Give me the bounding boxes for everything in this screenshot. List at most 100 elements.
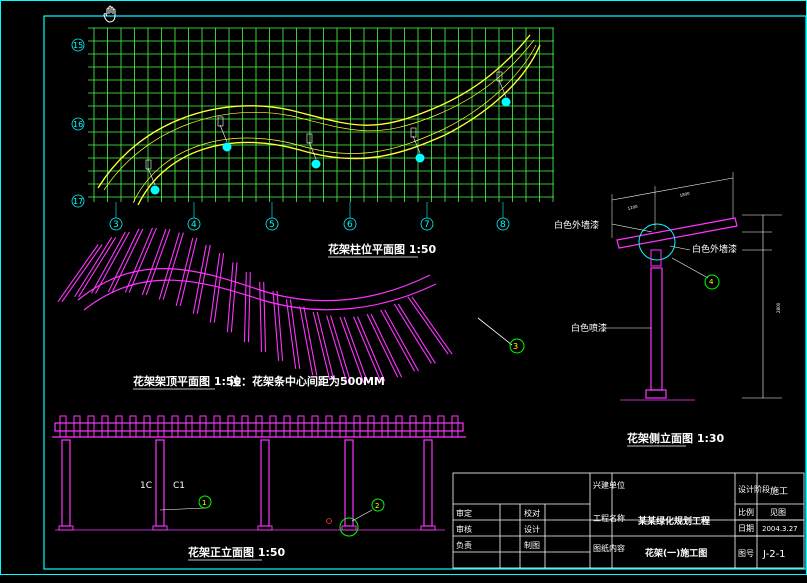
top-slat-edge-a — [209, 253, 221, 323]
side-dim-2: 1800 — [679, 191, 691, 198]
tb-approve: 审定 — [456, 508, 472, 518]
tb-project-label: 工程名称 — [593, 513, 625, 523]
front-slat — [269, 415, 277, 438]
top-plan-beams — [77, 268, 437, 311]
top-slat-edge-a — [393, 303, 432, 364]
walkway-edge-lower-inner — [132, 44, 537, 204]
top-slat-edge-a — [366, 313, 399, 378]
top-slat-edge-b — [303, 306, 318, 376]
plan-walkway-curves — [97, 34, 541, 206]
front-slat — [381, 415, 389, 438]
tb-date-label: 日期 — [738, 524, 754, 533]
top-slat-edge-a — [226, 262, 234, 333]
front-slat — [213, 415, 221, 438]
top-slat-edge-b — [95, 231, 130, 294]
tb-design-stage: 施工 — [770, 485, 788, 497]
row-label-circle — [71, 194, 85, 208]
front-elevation — [52, 415, 466, 537]
column-point — [311, 159, 321, 169]
tb-build-unit-label: 兴建单位 — [593, 480, 625, 490]
svg-text:2: 2 — [375, 502, 379, 510]
top-slat-edge-a — [312, 311, 331, 381]
front-slat — [423, 415, 431, 438]
tb-scale: 见图 — [770, 508, 786, 517]
row-label-text: 15 — [73, 41, 83, 50]
front-slat — [367, 415, 375, 438]
front-slat — [73, 415, 81, 438]
column-point — [222, 142, 232, 152]
front-column — [61, 439, 71, 527]
top-slat-edge-b — [111, 228, 144, 293]
column-tag — [217, 116, 224, 127]
column-point — [150, 185, 160, 195]
tb-date: 2004.3.27 — [762, 525, 798, 533]
col-label-text: 3 — [113, 220, 119, 230]
top-slat-edge-a — [299, 306, 314, 376]
column-tag — [306, 133, 313, 144]
column-point — [415, 153, 425, 163]
top-slat-edge-b — [213, 253, 225, 323]
side-dim-3: 2800 — [776, 302, 781, 313]
top-plan-slats — [57, 227, 453, 384]
top-plan-note: 注：花架条中心间距为500MM — [230, 374, 385, 388]
top-slat-edge-a — [243, 272, 247, 343]
top-slat-edge-b — [162, 232, 184, 300]
front-detail-marker-1: 1 — [198, 495, 212, 509]
front-slat — [451, 415, 459, 438]
top-slat-edge-b — [343, 316, 369, 384]
top-slat-edge-b — [230, 262, 238, 333]
top-slat-edge-a — [91, 231, 126, 294]
front-slat — [199, 415, 207, 438]
front-column — [155, 439, 165, 527]
side-column — [650, 267, 663, 391]
front-leader-2 — [351, 509, 373, 522]
side-dim-line-top — [611, 177, 734, 201]
front-slat — [283, 415, 291, 438]
tb-scale-label: 比例 — [738, 507, 754, 517]
front-leader-1 — [159, 507, 206, 511]
top-slat-edge-a — [74, 237, 113, 298]
top-slat-edge-b — [370, 313, 403, 378]
front-column — [260, 439, 270, 527]
column-leader — [219, 124, 228, 143]
top-slat-edge-b — [263, 281, 267, 352]
column-tag — [145, 159, 152, 170]
front-slat — [59, 415, 67, 438]
side-detail-marker-num: 4 — [709, 278, 714, 286]
tb-drawing-label: 图纸内容 — [593, 543, 625, 553]
front-column — [344, 439, 354, 527]
top-slat-edge-a — [175, 237, 194, 307]
side-elevation — [603, 172, 782, 401]
side-label-column-paint: 白色喷漆 — [571, 322, 607, 334]
top-slat-edge-b — [289, 299, 301, 369]
front-slat — [101, 415, 109, 438]
top-plan-title: 花架架顶平面图 1:50 — [133, 374, 242, 388]
top-slat-edge-a — [326, 315, 348, 383]
top-slat-edge-b — [276, 291, 284, 361]
front-slat — [143, 415, 151, 438]
top-slat-edge-b — [247, 272, 251, 343]
front-elevation-title: 花架正立面图 1:50 — [188, 545, 286, 559]
top-plan-marker-num: 3 — [513, 342, 518, 351]
front-slat — [185, 415, 193, 438]
title-block — [452, 472, 805, 569]
column-leader — [308, 141, 317, 160]
pan-hand-icon[interactable] — [103, 5, 116, 23]
front-slat — [87, 415, 95, 438]
front-slat — [171, 415, 179, 438]
top-slat-edge-a — [353, 316, 382, 382]
top-slat-edge-b — [61, 244, 103, 303]
front-main-beam — [54, 422, 464, 432]
top-slat-edge-a — [407, 296, 449, 355]
front-slat — [325, 415, 333, 438]
tb-design-stage-label: 设计阶段 — [738, 484, 770, 494]
walkway-edge-upper-inner — [103, 39, 535, 191]
tb-responsible: 负责 — [456, 540, 472, 550]
top-slat-edge-a — [259, 281, 263, 352]
tb-drawing-no: J-2-1 — [762, 549, 786, 560]
top-slat-edge-a — [57, 244, 99, 303]
front-detail-marker-2: 2 — [371, 498, 385, 512]
